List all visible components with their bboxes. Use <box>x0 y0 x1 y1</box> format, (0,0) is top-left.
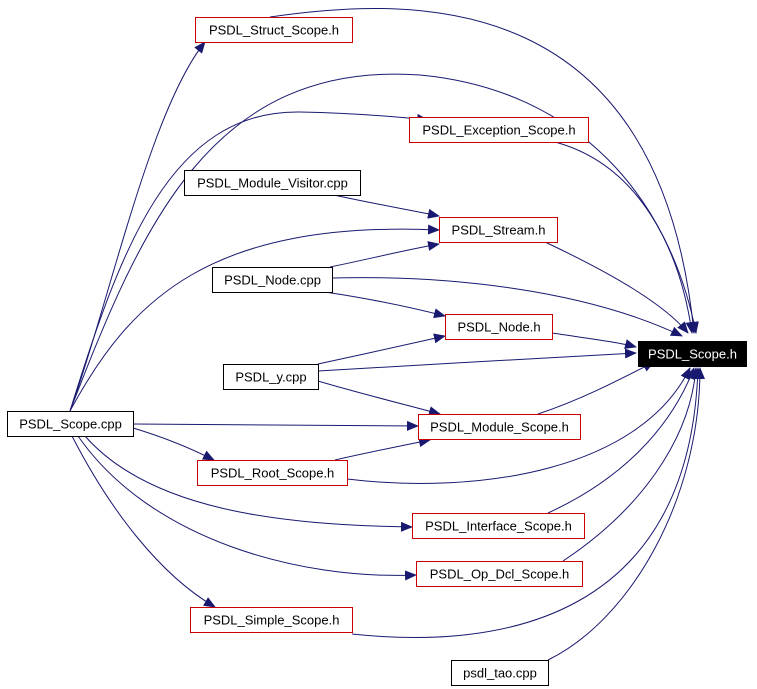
edge-scope_cpp-to-module_scope <box>132 420 419 431</box>
node-box <box>195 17 353 43</box>
node-interface-scope[interactable]: PSDL_Interface_Scope.h <box>412 513 585 539</box>
node-box <box>197 460 348 486</box>
edge-interface_scope-to-scope_h <box>547 367 695 514</box>
node-label: PSDL_Simple_Scope.h <box>204 613 340 628</box>
edge-node_cpp-to-node_h <box>324 291 446 319</box>
node-box <box>409 117 589 143</box>
edge-y_cpp-to-node_h <box>317 333 446 365</box>
edge-scope_cpp-to-root_scope <box>132 427 215 461</box>
edge-exception_scope-to-scope_h <box>554 141 696 334</box>
node-box <box>412 513 585 539</box>
node-simple-scope[interactable]: PSDL_Simple_Scope.h <box>190 607 353 633</box>
node-label: PSDL_Module_Scope.h <box>430 420 569 435</box>
edge-y_cpp-to-scope_h <box>317 348 637 372</box>
node-root-scope[interactable]: PSDL_Root_Scope.h <box>197 460 348 486</box>
node-label: PSDL_y.cpp <box>235 370 306 385</box>
edge-root_scope-to-scope_h <box>346 367 691 484</box>
node-label: PSDL_Scope.h <box>648 347 737 362</box>
node-node-h[interactable]: PSDL_Node.h <box>445 314 553 340</box>
edge-y_cpp-to-module_scope <box>317 380 441 416</box>
node-box <box>445 314 553 340</box>
node-label: PSDL_Interface_Scope.h <box>425 519 572 534</box>
node-module-visitor[interactable]: PSDL_Module_Visitor.cpp <box>184 170 361 196</box>
nodes-layer: PSDL_Struct_Scope.hPSDL_Exception_Scope.… <box>7 17 747 686</box>
node-tao-cpp[interactable]: psdl_tao.cpp <box>451 660 549 686</box>
node-label: PSDL_Exception_Scope.h <box>422 123 575 138</box>
edge-scope_cpp-to-exception_scope <box>69 111 429 412</box>
edge-scope_cpp-to-simple_scope <box>71 435 216 608</box>
edge-scope_cpp-to-struct_scope <box>69 41 206 412</box>
edge-module_visitor-to-stream <box>333 194 440 219</box>
node-label: PSDL_Struct_Scope.h <box>209 23 339 38</box>
node-label: psdl_tao.cpp <box>463 666 537 681</box>
node-y-cpp[interactable]: PSDL_y.cpp <box>223 364 319 390</box>
node-module-scope[interactable]: PSDL_Module_Scope.h <box>418 414 581 440</box>
node-label: PSDL_Root_Scope.h <box>211 466 335 481</box>
node-op-dcl-scope[interactable]: PSDL_Op_Dcl_Scope.h <box>416 561 583 587</box>
edge-struct_scope-to-scope_h <box>269 7 698 334</box>
node-box <box>7 411 134 437</box>
edge-scope_cpp-to-op_dcl_scope <box>77 435 417 581</box>
node-box <box>638 341 747 367</box>
edge-root_scope-to-module_scope <box>334 437 431 461</box>
node-box <box>439 217 558 243</box>
node-box <box>190 607 353 633</box>
node-box <box>451 660 549 686</box>
node-label: PSDL_Node.cpp <box>224 273 321 288</box>
node-struct-scope[interactable]: PSDL_Struct_Scope.h <box>195 17 353 43</box>
edge-scope_cpp-to-interface_scope <box>84 435 413 532</box>
node-box <box>184 170 361 196</box>
edge-scope_cpp-to-stream <box>69 224 440 412</box>
edges-layer <box>69 7 705 661</box>
node-box <box>223 364 319 390</box>
edge-tao_cpp-to-scope_h <box>547 367 705 661</box>
edge-scope_cpp-to-scope_h <box>69 73 699 412</box>
node-box <box>416 561 583 587</box>
edge-stream-to-scope_h <box>544 241 689 334</box>
edge-op_dcl_scope-to-scope_h <box>562 367 701 562</box>
node-label: PSDL_Node.h <box>457 320 540 335</box>
node-box <box>212 267 333 293</box>
edge-node_cpp-to-scope_h <box>331 277 683 337</box>
node-label: PSDL_Op_Dcl_Scope.h <box>430 567 569 582</box>
node-box <box>418 414 581 440</box>
node-exception-scope[interactable]: PSDL_Exception_Scope.h <box>409 117 589 143</box>
edge-simple_scope-to-scope_h <box>351 367 703 638</box>
node-label: PSDL_Module_Visitor.cpp <box>197 176 348 191</box>
node-label: PSDL_Scope.cpp <box>19 417 122 432</box>
edge-node_cpp-to-stream <box>329 241 440 268</box>
node-stream[interactable]: PSDL_Stream.h <box>439 217 558 243</box>
edge-module_scope-to-scope_h <box>537 361 655 415</box>
node-scope-h: PSDL_Scope.h <box>638 341 747 367</box>
edge-node_h-to-scope_h <box>551 332 637 349</box>
node-label: PSDL_Stream.h <box>452 223 546 238</box>
node-scope-cpp[interactable]: PSDL_Scope.cpp <box>7 411 134 437</box>
node-node-cpp[interactable]: PSDL_Node.cpp <box>212 267 333 293</box>
